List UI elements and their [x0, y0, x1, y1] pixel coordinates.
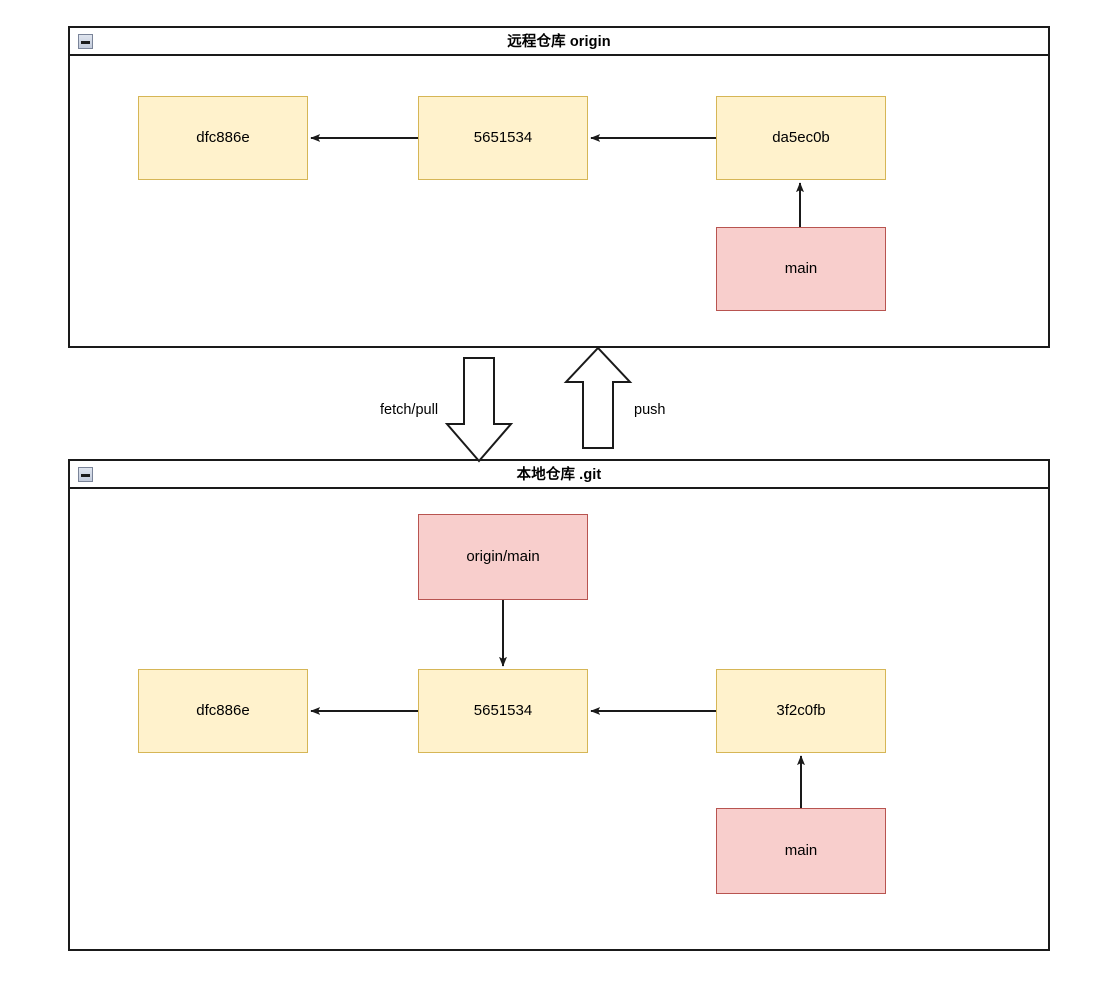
local-commit-5651534[interactable]: 5651534: [418, 669, 588, 753]
panel-remote-header: 远程仓库 origin: [70, 28, 1048, 56]
fetch-pull-block-arrow: [444, 357, 514, 463]
local-branch-origin-main[interactable]: origin/main: [418, 514, 588, 600]
node-label: main: [784, 841, 818, 859]
node-label: main: [784, 259, 818, 277]
node-label: dfc886e: [196, 128, 250, 146]
panel-remote-repository[interactable]: 远程仓库 origin: [68, 26, 1050, 348]
push-block-arrow: [563, 346, 633, 449]
remote-commit-5651534[interactable]: 5651534: [418, 96, 588, 180]
remote-commit-dfc886e[interactable]: dfc886e: [138, 96, 308, 180]
panel-local-header: 本地仓库 .git: [70, 461, 1048, 489]
panel-remote-title: 远程仓库 origin: [507, 34, 611, 50]
fetch-pull-label: fetch/pull: [380, 402, 439, 418]
node-label: 5651534: [473, 128, 533, 146]
node-label: 5651534: [473, 701, 533, 719]
remote-branch-main[interactable]: main: [716, 227, 886, 311]
node-label: da5ec0b: [772, 128, 830, 146]
panel-local-title: 本地仓库 .git: [516, 467, 602, 483]
local-commit-3f2c0fb[interactable]: 3f2c0fb: [716, 669, 886, 753]
node-label: dfc886e: [196, 701, 250, 719]
remote-commit-da5ec0b[interactable]: da5ec0b: [716, 96, 886, 180]
node-label: 3f2c0fb: [776, 701, 826, 719]
node-label: origin/main: [466, 547, 540, 565]
push-label: push: [634, 402, 666, 418]
minus-square-icon[interactable]: [78, 467, 93, 482]
minus-square-icon[interactable]: [78, 34, 93, 49]
local-commit-dfc886e[interactable]: dfc886e: [138, 669, 308, 753]
local-branch-main[interactable]: main: [716, 808, 886, 894]
